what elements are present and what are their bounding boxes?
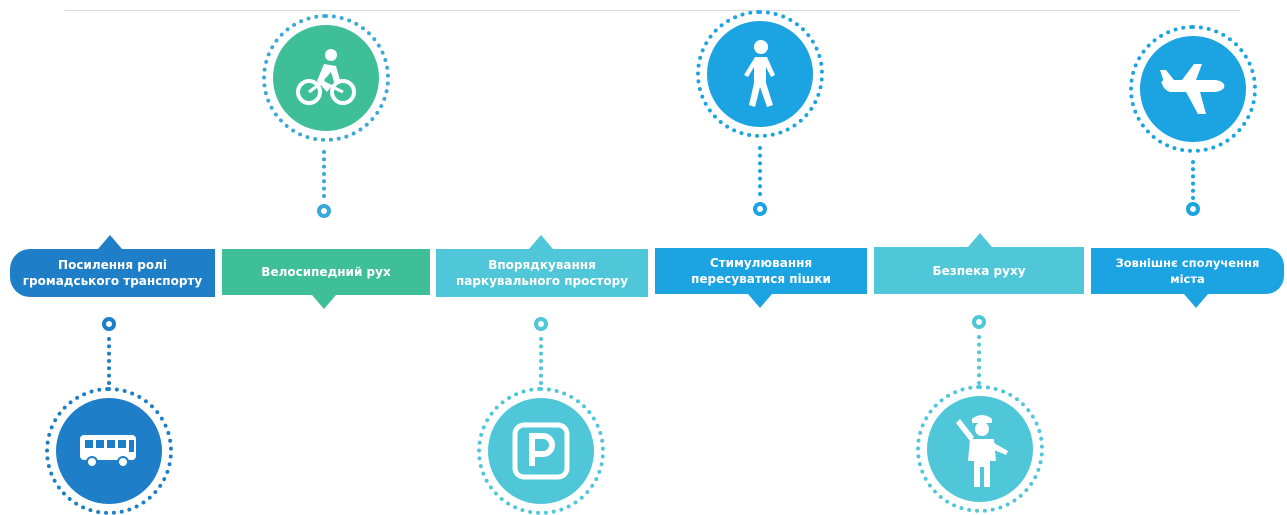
icon-disc — [1140, 36, 1246, 142]
connector-ring — [534, 317, 548, 331]
pointer-down — [748, 294, 772, 308]
label-bar: Зовнішнє сполучення міста — [1091, 248, 1284, 294]
label-bar: Впорядкування паркувального простору — [436, 249, 648, 297]
dotted-connector — [758, 146, 762, 196]
connector-ring — [1186, 202, 1200, 216]
item-label: Стимулювання пересуватися пішки — [691, 256, 831, 286]
pedestrian-icon — [744, 40, 775, 107]
dotted-connector — [107, 337, 111, 385]
dotted-connector — [977, 335, 981, 385]
item-label: Посилення ролі громадського транспорту — [22, 258, 203, 288]
dotted-connector — [1191, 160, 1195, 200]
icon-halo — [262, 14, 390, 142]
dotted-connector — [539, 337, 543, 385]
icon-disc — [56, 398, 162, 504]
bus-icon — [80, 435, 136, 468]
dotted-connector — [322, 150, 326, 198]
icon-disc — [273, 25, 379, 131]
label-bar: Велосипедний рух — [222, 249, 430, 295]
connector-ring — [972, 315, 986, 329]
icon-disc — [707, 21, 813, 127]
pointer-up — [968, 233, 992, 247]
icon-halo — [1129, 25, 1257, 153]
item-label: Безпека руху — [932, 263, 1026, 278]
label-bar: Посилення ролі громадського транспорту — [10, 249, 215, 297]
parking-icon — [512, 422, 570, 480]
airplane-icon — [1160, 64, 1225, 114]
traffic-police-icon — [956, 415, 1008, 487]
pointer-down — [312, 295, 336, 309]
pointer-up — [98, 235, 122, 249]
item-label: Зовнішнє сполучення міста — [1115, 256, 1260, 286]
item-label: Велосипедний рух — [261, 265, 391, 279]
label-bar: Безпека руху — [874, 247, 1084, 294]
connector-ring — [102, 317, 116, 331]
connector-ring — [753, 202, 767, 216]
icon-disc — [927, 396, 1033, 502]
pointer-down — [1184, 294, 1208, 308]
pointer-up — [529, 235, 553, 249]
icon-disc — [488, 398, 594, 504]
bicycle-icon — [296, 49, 356, 105]
top-divider — [65, 10, 1240, 11]
icon-halo — [696, 10, 824, 138]
connector-ring — [317, 204, 331, 218]
item-label: Впорядкування паркувального простору — [455, 258, 629, 288]
label-bar: Стимулювання пересуватися пішки — [655, 248, 867, 294]
